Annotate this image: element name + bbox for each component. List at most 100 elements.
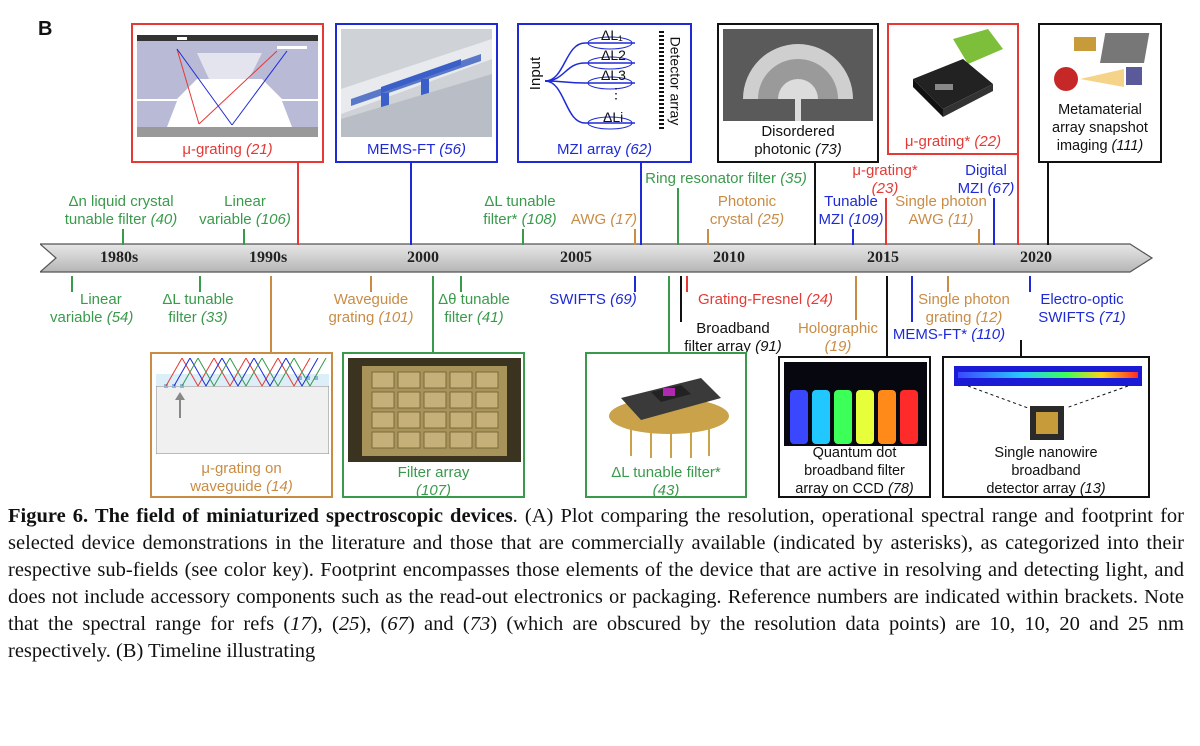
caption-text: MZI array — [556, 141, 622, 158]
metamaterial-image — [1044, 29, 1158, 99]
label-line: filter — [444, 309, 473, 326]
box-mu-grating-21: μ-grating (21) — [131, 23, 324, 163]
caption-line: Single nanowire — [994, 445, 1098, 461]
label-line: Tunable — [824, 193, 878, 210]
label-ref: (33) — [200, 309, 228, 326]
caption-ref: (56) — [439, 141, 466, 158]
connector-line — [885, 198, 887, 245]
label-line: variable — [199, 211, 252, 228]
detector-array-label: Detector array — [667, 36, 684, 126]
mu-grating-device-image — [137, 29, 318, 137]
caption-sep: ), ( — [359, 613, 388, 635]
connector-line — [707, 229, 709, 245]
caption-star: * — [964, 133, 971, 150]
label-ref: (71) — [1099, 309, 1126, 326]
mzi-input-label: Input — [527, 56, 545, 91]
label-ring-35: Ring resonator filter (35) — [640, 170, 812, 188]
label-dtheta-tunable-41: Δθ tunable filter (41) — [431, 291, 517, 327]
label-line: MZI — [818, 211, 845, 228]
panel-label: B — [38, 18, 53, 40]
year-2005: 2005 — [560, 249, 592, 266]
label-ref: (41) — [476, 309, 504, 326]
caption-body: . (A) Plot comparing the resolution, ope… — [8, 505, 1184, 635]
caption-text: MEMS-FT — [367, 141, 436, 158]
label-ref: (110) — [971, 326, 1006, 343]
caption-line: imaging — [1056, 138, 1108, 154]
box-caption: MEMS-FT (56) — [337, 141, 496, 159]
box-mu-grating-22: μ-grating* (22) — [887, 23, 1019, 155]
caption-ref: (14) — [266, 478, 293, 495]
label-eo-swifts-71: Electro-optic SWIFTS (71) — [1034, 291, 1130, 327]
label-line: ΔL tunable — [162, 291, 234, 308]
box-filter-array-107: Filter array (107) — [342, 352, 525, 499]
caption-ref: (21) — [246, 141, 273, 158]
label-ref: (106) — [255, 211, 291, 228]
connector-line — [522, 229, 524, 245]
box-caption: μ-grating (21) — [133, 141, 322, 159]
caption-text: μ-grating — [904, 133, 965, 150]
box-nanowire-13: Single nanowire broadband detector array… — [942, 356, 1150, 498]
caption-star: * — [714, 464, 721, 481]
label-line: SWIFTS — [1038, 309, 1095, 326]
label-line: ΔL tunable — [484, 193, 556, 210]
caption-title: Figure 6. The field of miniaturized spec… — [8, 505, 513, 527]
connector-line — [855, 276, 857, 320]
label-line: MZI — [957, 180, 984, 197]
caption-ref: (73) — [815, 141, 842, 158]
label-line: Photonic — [717, 193, 777, 210]
connector-line — [1029, 276, 1031, 292]
caption-sep: ) and ( — [407, 613, 470, 635]
box-caption: MZI array (62) — [519, 141, 690, 159]
label-line: Holographic — [797, 320, 879, 337]
label-ref: (25) — [757, 211, 785, 228]
label-holographic-19: Holographic (19) — [792, 320, 884, 356]
connector-line — [370, 276, 372, 292]
box-mu-grating-waveguide-14: μ-grating on waveguide (14) — [150, 352, 333, 498]
filter-array-chip-image — [348, 358, 521, 462]
caption-tail: ) (which are obscured by the resolution … — [8, 613, 1184, 662]
connector-line — [668, 276, 670, 354]
label-ref: (11) — [947, 211, 974, 228]
caption-line: waveguide — [190, 478, 262, 495]
caption-ref: (111) — [1111, 138, 1144, 154]
box-caption: ΔL tunable filter* (43) — [587, 464, 745, 500]
connector-line — [680, 276, 682, 322]
caption-line: array on CCD — [795, 481, 884, 497]
label-line: μ-grating — [852, 162, 912, 179]
label-line: Linear — [80, 291, 122, 308]
label-ref: (24) — [806, 291, 834, 308]
year-2010: 2010 — [713, 249, 745, 266]
year-2000: 2000 — [407, 249, 439, 266]
label-ref: (101) — [378, 309, 414, 326]
mzi-arm-i: ΔLi — [603, 109, 624, 125]
label-ref: (109) — [848, 211, 884, 228]
box-metamaterial-111: Metamaterial array snapshot imaging (111… — [1038, 23, 1162, 163]
label-line: MEMS-FT — [892, 326, 962, 343]
label-line: Broadband — [696, 320, 770, 337]
connector-line — [270, 276, 272, 354]
label-line: Δθ tunable — [438, 291, 510, 308]
box-caption: Metamaterial array snapshot imaging (111… — [1040, 101, 1160, 155]
label-linear-variable-106: Linear variable (106) — [190, 193, 300, 229]
label-single-photon-grating-12: Single photon grating (12) — [912, 291, 1016, 327]
connector-line — [852, 229, 854, 245]
label-line: Linear — [224, 193, 266, 210]
label-ref: (35) — [780, 170, 807, 187]
caption-line: Metamaterial — [1058, 102, 1142, 118]
connector-line — [122, 229, 124, 245]
connector-line — [686, 276, 688, 292]
box-dl-tunable-43: ΔL tunable filter* (43) — [585, 352, 747, 500]
label-grating-fresnel-24: Grating-Fresnel (24) — [698, 291, 833, 309]
connector-line — [1017, 155, 1019, 245]
caption-ref-25: 25 — [338, 613, 360, 635]
caption-ref-73: 73 — [469, 613, 491, 635]
mzi-arm-3: ΔL3 — [601, 67, 626, 83]
label-linear-variable-54: Linear variable (54) — [50, 291, 162, 327]
box-quantum-dot-78: Quantum dot broadband filter array on CC… — [778, 356, 931, 498]
caption-text: μ-grating — [182, 141, 242, 158]
caption-ref-17: 17 — [290, 613, 311, 635]
connector-line — [978, 229, 980, 245]
label-line: Electro-optic — [1040, 291, 1124, 308]
connector-line — [243, 229, 245, 245]
label-swifts-69: SWIFTS (69) — [543, 291, 643, 309]
